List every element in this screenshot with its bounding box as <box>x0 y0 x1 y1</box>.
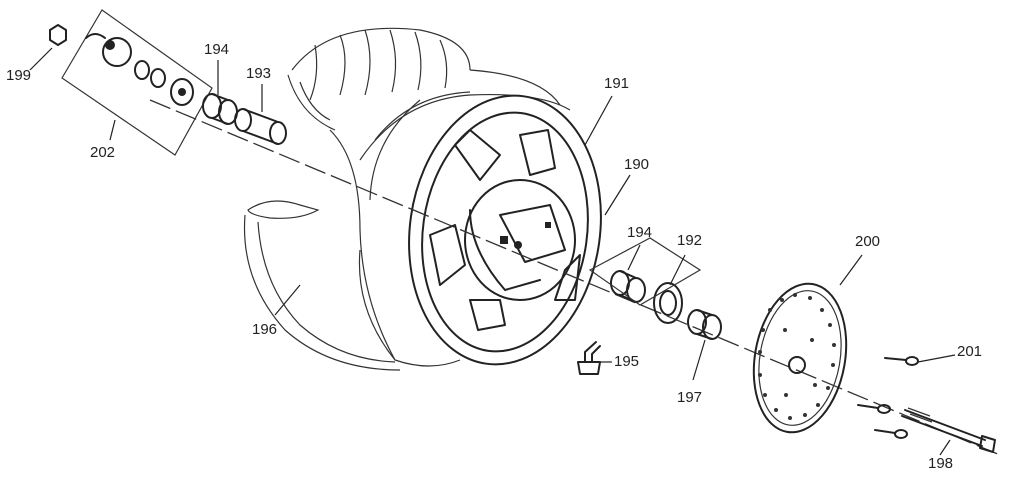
valve-195 <box>577 341 601 375</box>
part-label-195: 195 <box>614 353 640 370</box>
axle-198 <box>901 407 996 453</box>
brake-disc-200 <box>752 282 848 434</box>
leader-lines <box>109 60 956 456</box>
part-label-194-top: 194 <box>204 41 230 58</box>
seal-192 <box>653 282 683 324</box>
nut-199 <box>29 24 67 71</box>
tire-drawing <box>243 27 571 371</box>
part-label-193: 193 <box>246 65 272 82</box>
part-label-200: 200 <box>855 233 881 250</box>
part-label-190: 190 <box>624 156 650 173</box>
axle-centerline <box>149 99 1001 456</box>
part-label-198: 198 <box>928 455 954 472</box>
part-label-197: 197 <box>677 389 703 406</box>
part-label-199: 199 <box>6 67 32 84</box>
part-label-194-right: 194 <box>627 224 653 241</box>
part-label-192: 192 <box>677 232 703 249</box>
bearing-box <box>588 237 702 306</box>
part-label-196: 196 <box>252 321 278 338</box>
part-label-201: 201 <box>957 343 983 360</box>
collar-197 <box>687 309 722 340</box>
part-label-191: 191 <box>604 75 630 92</box>
rim-drawing <box>358 91 602 367</box>
subassembly-box <box>61 9 213 156</box>
part-label-202: 202 <box>90 144 116 161</box>
spacer-193 <box>234 108 287 145</box>
bearing-194-right <box>610 270 646 303</box>
bearing-194-top <box>202 93 238 125</box>
bolts-201 <box>857 356 919 439</box>
